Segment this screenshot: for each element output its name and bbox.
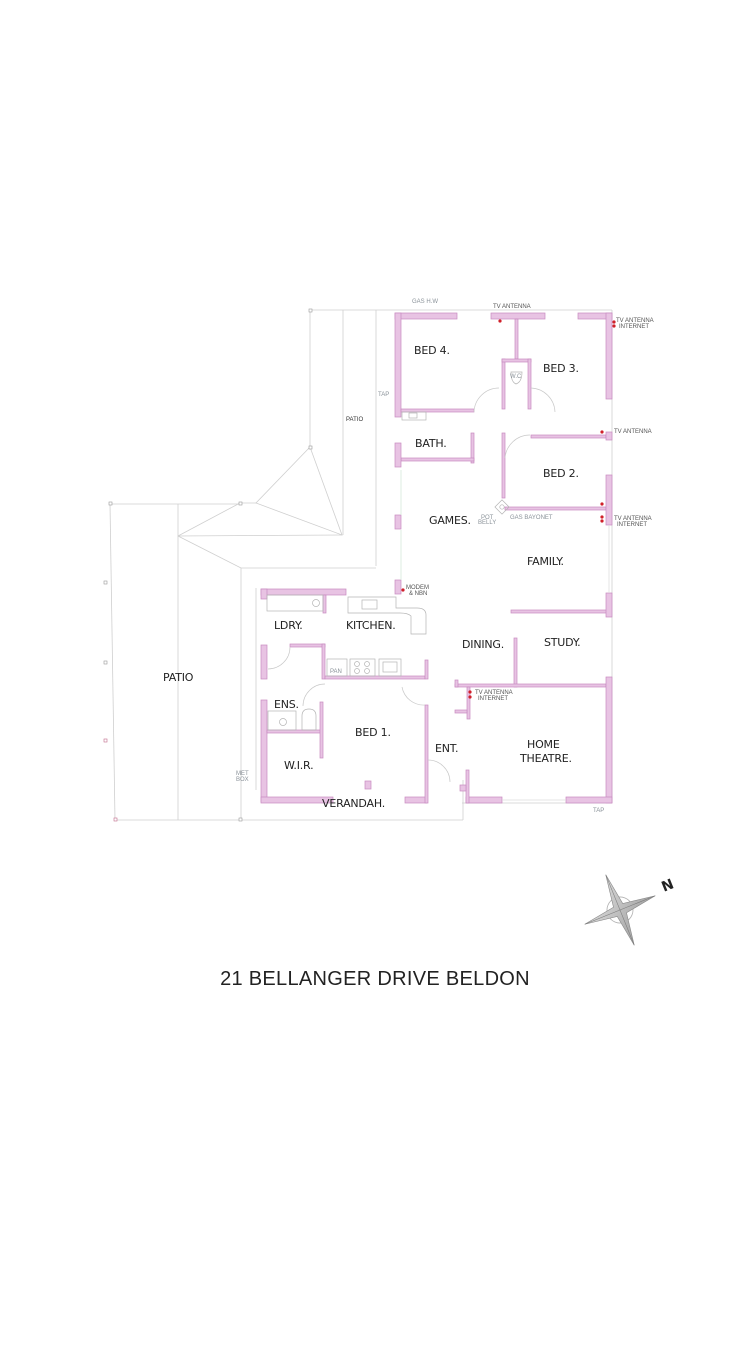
met-box-label-1: MET [236, 771, 249, 777]
pan-label: PAN [330, 669, 342, 675]
room-patio-north: PATIO [346, 417, 364, 423]
room-bed1: BED 1. [355, 726, 391, 739]
room-wir: W.I.R. [284, 759, 314, 772]
tv-antenna-top-label: TV ANTENNA [493, 304, 531, 310]
modem-label: MODEM [406, 585, 429, 591]
room-games: GAMES. [429, 514, 471, 527]
gas-bayonet-label: GAS BAYONET [510, 515, 553, 521]
internet-bed2-label: INTERNET [617, 522, 647, 528]
room-bed3: BED 3. [543, 362, 579, 375]
internet-theatre-label: INTERNET [478, 696, 508, 702]
room-bed4: BED 4. [414, 344, 450, 357]
room-dining: DINING. [462, 638, 505, 651]
internet-ne-label: INTERNET [619, 324, 649, 330]
room-ent: ENT. [435, 742, 459, 755]
room-study: STUDY. [544, 636, 581, 649]
pot-belly-label-2: BELLY [478, 520, 497, 526]
gas-hw-label: GAS H.W [412, 299, 439, 305]
roof-outline [109, 309, 613, 821]
wc-label: W.C [510, 374, 522, 380]
room-verandah: VERANDAH. [322, 797, 386, 810]
room-ldry: LDRY. [274, 619, 303, 632]
room-patio-west: PATIO [163, 671, 194, 684]
room-bed2: BED 2. [543, 467, 579, 480]
walls [260, 312, 613, 804]
met-box-label-2: BOX [236, 777, 249, 783]
property-address-title: 21 BELLANGER DRIVE BELDON [220, 968, 530, 990]
room-family: FAMILY. [527, 555, 564, 568]
room-ens: ENS. [274, 698, 299, 711]
room-kitchen: KITCHEN. [346, 619, 396, 632]
outlet-markers [401, 319, 616, 699]
post-markers [103, 308, 313, 822]
tv-antenna-theatre-label: TV ANTENNA [475, 690, 513, 696]
tv-antenna-bed2-label: TV ANTENNA [614, 516, 652, 522]
tap-south-label: TAP [593, 808, 605, 814]
room-home-theatre-line1: HOME [527, 738, 560, 751]
compass-icon [584, 874, 656, 946]
fixtures [266, 371, 610, 801]
room-bath: BATH. [415, 437, 447, 450]
tv-antenna-ne-label: TV ANTENNA [616, 318, 654, 324]
room-home-theatre-line2: THEATRE. [520, 752, 572, 765]
tap-north-label: TAP [378, 392, 390, 398]
tv-antenna-bed3-label: TV ANTENNA [614, 429, 652, 435]
nbn-label: & NBN [409, 591, 428, 597]
pot-belly-label-1: POT [481, 515, 494, 521]
